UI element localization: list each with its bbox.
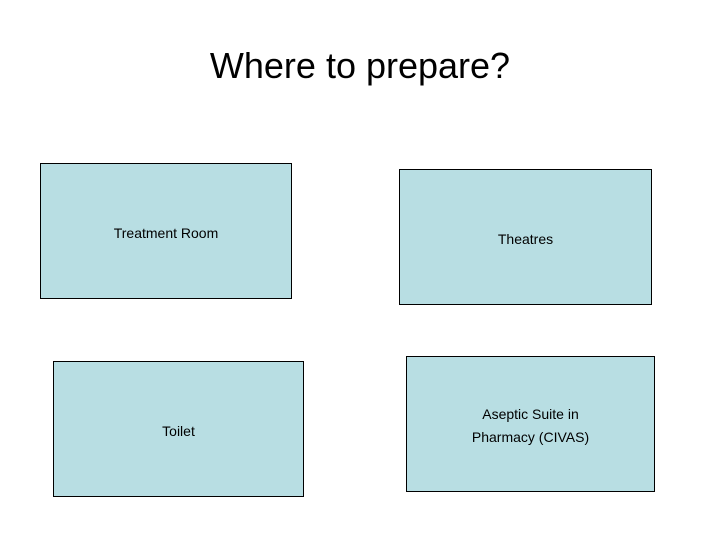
- shape-label-aseptic-suite-line-2: Pharmacy (CIVAS): [471, 429, 590, 445]
- shape-label-aseptic-suite-line-1: Aseptic Suite in: [482, 406, 579, 422]
- shape-label-theatres: Theatres: [497, 231, 554, 247]
- shape-toilet[interactable]: Toilet: [53, 361, 304, 497]
- shape-aseptic-suite[interactable]: Aseptic Suite in Pharmacy (CIVAS): [406, 356, 655, 492]
- shape-label-treatment-room: Treatment Room: [113, 225, 219, 241]
- page-title: Where to prepare?: [209, 45, 511, 86]
- shape-treatment-room[interactable]: Treatment Room: [40, 163, 292, 299]
- shape-label-aseptic-suite: Aseptic Suite in Pharmacy (CIVAS): [407, 403, 654, 449]
- shape-theatres[interactable]: Theatres: [399, 169, 652, 305]
- shape-label-toilet: Toilet: [162, 423, 195, 439]
